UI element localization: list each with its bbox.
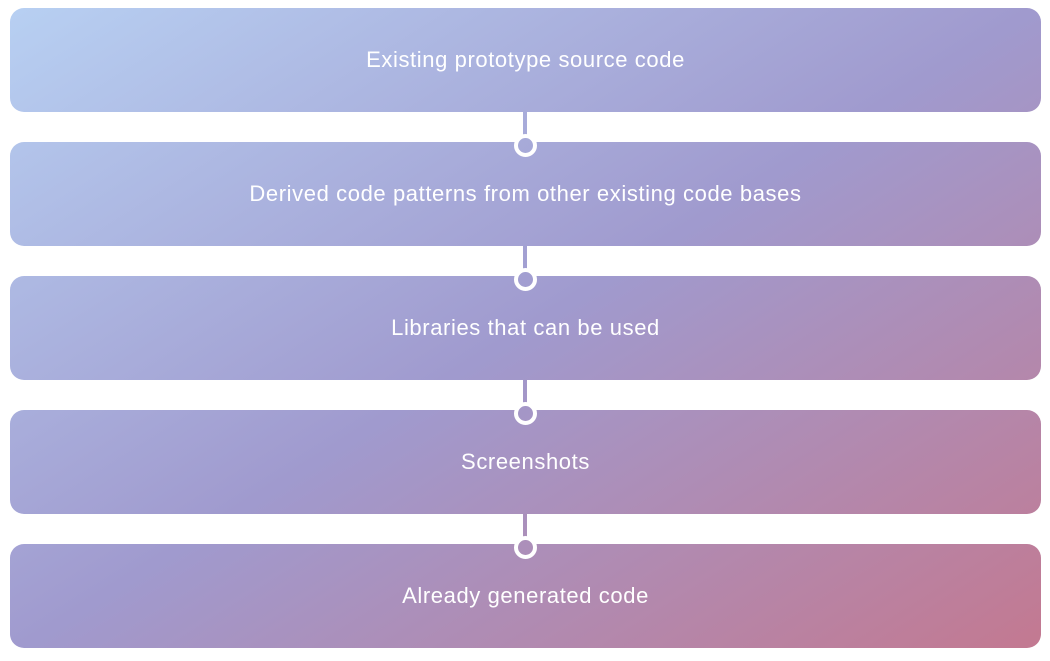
step-card-libraries: Libraries that can be used	[10, 276, 1041, 380]
step-label: Derived code patterns from other existin…	[249, 181, 802, 206]
step-card-existing-prototype: Existing prototype source code	[10, 8, 1041, 112]
step-label: Already generated code	[402, 583, 649, 608]
step-label: Libraries that can be used	[391, 315, 660, 340]
connector-line	[523, 380, 527, 406]
connector-dot	[513, 401, 537, 425]
connector-line	[523, 514, 527, 540]
step-card-generated-code: Already generated code	[10, 544, 1041, 648]
connector-line	[523, 246, 527, 272]
connector-dot	[513, 535, 537, 559]
connector-dot	[513, 133, 537, 157]
step-card-derived-patterns: Derived code patterns from other existin…	[10, 142, 1041, 246]
step-label: Existing prototype source code	[366, 47, 685, 72]
step-card-screenshots: Screenshots	[10, 410, 1041, 514]
connector-dot	[513, 267, 537, 291]
step-label: Screenshots	[461, 449, 590, 474]
connector-line	[523, 112, 527, 138]
